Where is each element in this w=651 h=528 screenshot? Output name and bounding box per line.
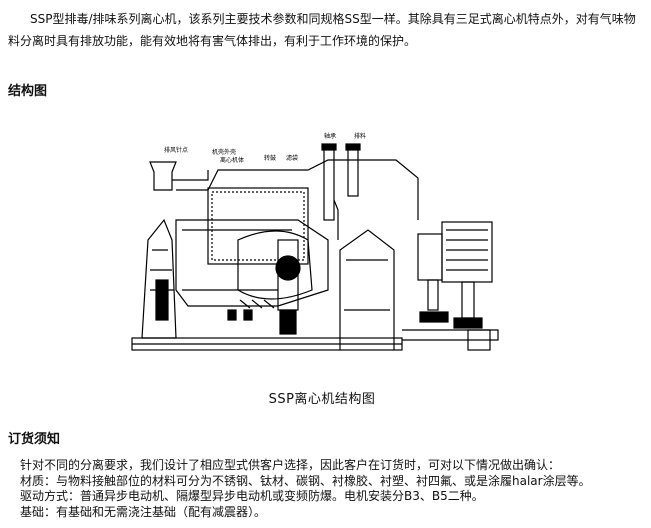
figure-label: 排风针点 bbox=[164, 146, 188, 154]
figure-label: 机壳外壳 bbox=[212, 148, 236, 156]
centrifuge-structure-diagram: 排风针点 机壳外壳 离心机体 转鼓 滤袋 轴承 排料 bbox=[131, 132, 499, 351]
figure-label: 排料 bbox=[354, 132, 366, 140]
order-notes: 针对不同的分离要求，我们设计了相应型式供客户选择，因此客户在订货时，可对以下情况… bbox=[20, 458, 591, 520]
intro-paragraph: SSP型排毒/排味系列离心机，该系列主要技术参数和同规格SS型一样。其除具有三足… bbox=[8, 12, 636, 48]
figure-label: 轴承 bbox=[324, 132, 336, 140]
figure-label: 转鼓 bbox=[264, 154, 276, 162]
note-line: 针对不同的分离要求，我们设计了相应型式供客户选择，因此客户在订货时，可对以下情况… bbox=[20, 458, 561, 472]
figure-label: 滤袋 bbox=[286, 154, 298, 162]
note-line: 材质：与物料接触部位的材料可分为不锈钢、钛材、碳钢、衬橡胶、衬塑、衬四氟、或是涂… bbox=[20, 473, 591, 488]
order-heading: 订货须知 bbox=[8, 432, 61, 447]
note-line: 驱动方式：普通异步电动机、隔爆型异步电动机或变频防爆。电机安装分B3、B5二种。 bbox=[20, 489, 484, 503]
figure-label: 离心机体 bbox=[220, 156, 244, 164]
figure-caption: SSP离心机结构图 bbox=[268, 392, 376, 407]
note-line: 基础：有基础和无需浇注基础（配有减震器）。 bbox=[20, 504, 267, 519]
structure-heading: 结构图 bbox=[8, 84, 48, 99]
